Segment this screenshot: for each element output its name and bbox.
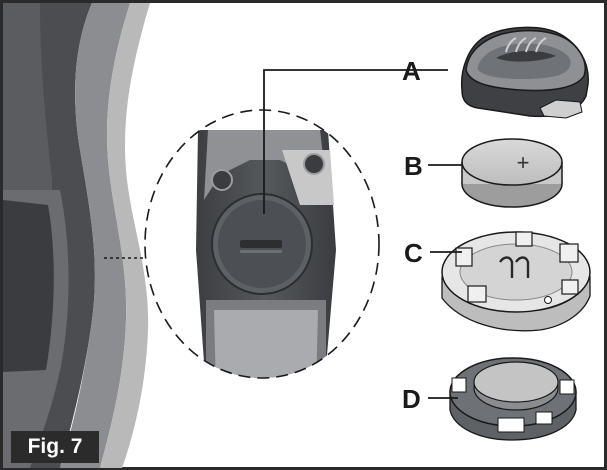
figure-caption-box <box>11 431 99 463</box>
callout-c-label: C <box>404 238 423 268</box>
callout-a-line <box>263 69 448 214</box>
callout-d-label: D <box>402 384 421 414</box>
battery-plus-symbol: + <box>517 150 530 175</box>
figure-caption: Fig. 7 <box>27 435 83 458</box>
zoom-detail <box>145 110 379 378</box>
part-c-battery-holder-illustration <box>441 231 591 332</box>
callout-b-label: B <box>404 151 423 181</box>
part-b-coin-battery-illustration: + <box>461 138 563 208</box>
part-d-seal-insert-illustration <box>449 357 577 441</box>
part-a-battery-cover-illustration <box>460 26 589 119</box>
device-body <box>3 3 150 468</box>
zoom-circle <box>144 109 380 379</box>
callout-a-label: A <box>402 56 421 86</box>
